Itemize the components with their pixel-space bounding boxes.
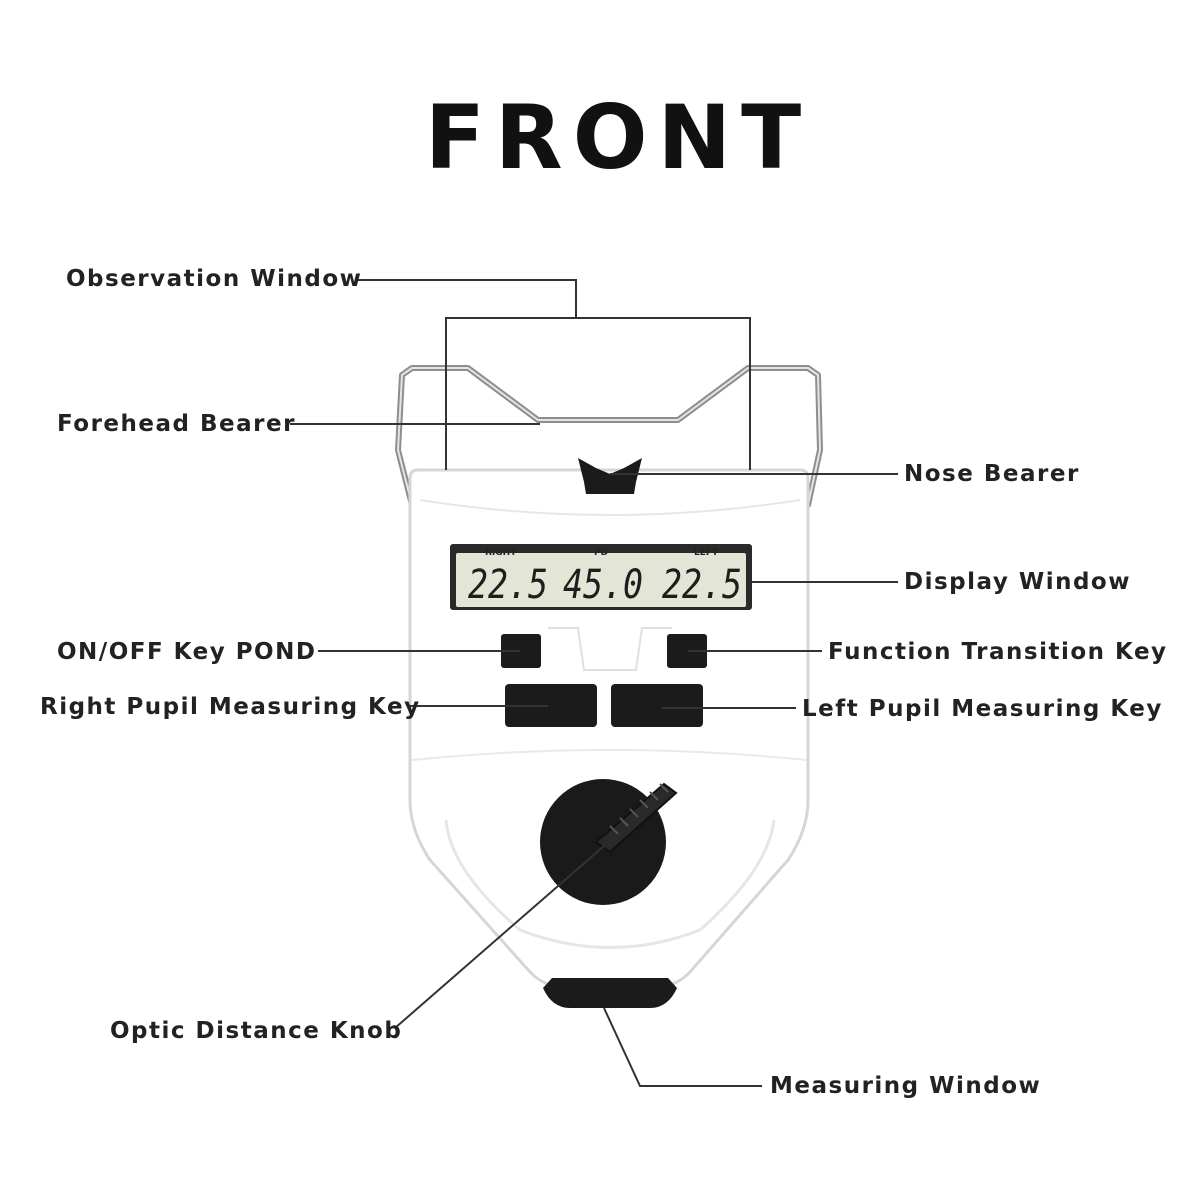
- measuring-window-leader: [603, 1007, 762, 1087]
- lcd-label-right: RIGHT: [485, 548, 517, 558]
- optic-knob-leader: [394, 845, 605, 1029]
- lcd-pd-value: 45.0: [563, 562, 643, 608]
- forehead-bearer-wire: [395, 365, 823, 508]
- label-observation-window: Observation Window: [66, 266, 362, 292]
- measuring-window: [543, 978, 677, 1008]
- display-window: RIGHT PD LEFT 22.5 45.0 22.5: [450, 544, 752, 610]
- function-transition-key[interactable]: [667, 634, 707, 668]
- label-display-window: Display Window: [904, 569, 1131, 595]
- label-function-transition-key: Function Transition Key: [828, 639, 1168, 665]
- lcd-label-left: LEFT: [694, 548, 719, 558]
- right-pupil-measuring-key[interactable]: [505, 684, 597, 727]
- lcd-right-value: 22.5: [468, 562, 548, 608]
- nose-bearer: [578, 458, 642, 494]
- label-left-pupil-measuring-key: Left Pupil Measuring Key: [802, 696, 1163, 722]
- diagram-title: FRONT: [425, 86, 811, 189]
- label-forehead-bearer: Forehead Bearer: [57, 411, 296, 437]
- left-pupil-measuring-key[interactable]: [611, 684, 703, 727]
- label-optic-distance-knob: Optic Distance Knob: [110, 1018, 402, 1044]
- label-on-off-key: ON/OFF Key POND: [57, 639, 316, 665]
- label-right-pupil-measuring-key: Right Pupil Measuring Key: [40, 694, 421, 720]
- lcd-left-value: 22.5: [662, 562, 742, 608]
- label-nose-bearer: Nose Bearer: [904, 461, 1080, 487]
- lcd-label-pd: PD: [594, 548, 608, 558]
- on-off-key[interactable]: [501, 634, 541, 668]
- observation-window-leader: [356, 279, 577, 318]
- label-measuring-window: Measuring Window: [770, 1073, 1041, 1099]
- observation-window-bracket: [445, 317, 751, 470]
